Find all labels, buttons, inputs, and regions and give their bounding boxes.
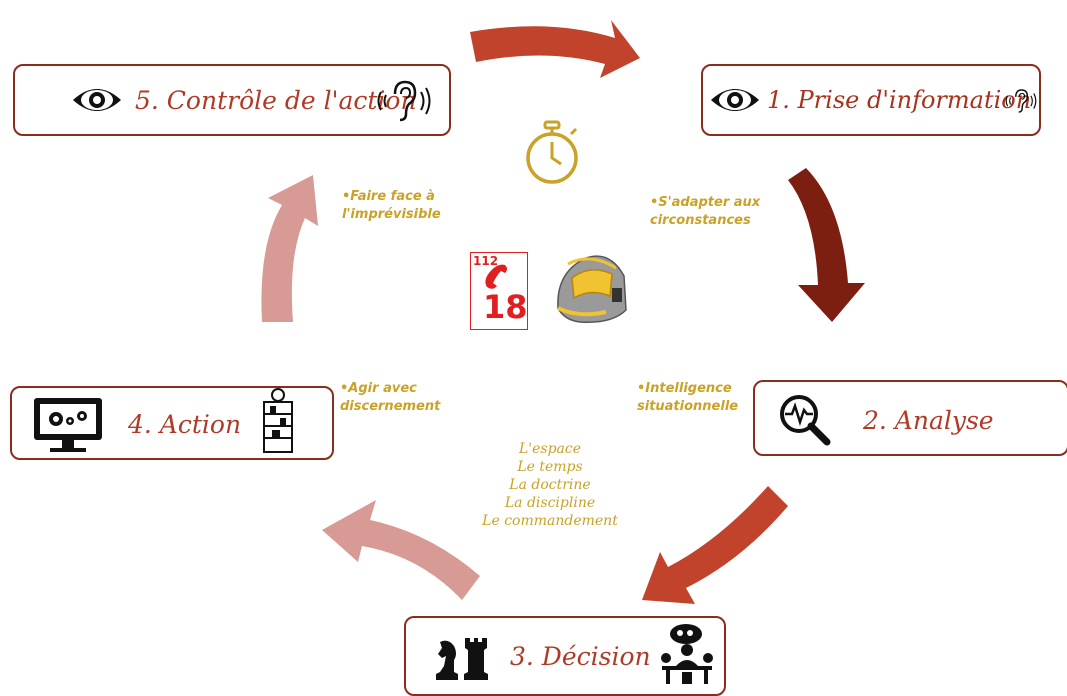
eye-icon: [711, 89, 759, 111]
note-face: •Faire face à l'imprévisible: [342, 189, 441, 222]
principle-item: La doctrine: [509, 477, 591, 493]
phone-icon: [485, 264, 507, 289]
note-agir: •Agir avec discernement: [340, 381, 441, 414]
arrow-bottom-right: [642, 486, 788, 604]
eye-icon: [73, 89, 121, 111]
monitor-gears-icon: [34, 398, 102, 452]
firefighter-helmet-icon: [557, 255, 627, 323]
step-1-title: 1. Prise d'information: [767, 86, 1032, 114]
step-5-title: 5. Contrôle de l'action: [135, 86, 417, 115]
ear-icon: [1005, 89, 1037, 113]
ear-icon: [377, 80, 431, 122]
step-2-box: 2. Analyse: [753, 380, 1067, 456]
arrow-top: [470, 20, 640, 78]
arrow-right: [788, 168, 865, 322]
step-1-box: 1. Prise d'information: [701, 64, 1041, 136]
meeting-icon: [661, 624, 713, 684]
note-intelligence: •Intelligence situationnelle: [637, 381, 739, 414]
principle-item: L'espace: [518, 441, 582, 457]
stopwatch-icon: [526, 120, 578, 184]
center-principles-list: L'espace Le temps La doctrine La discipl…: [470, 440, 630, 530]
arrow-left: [261, 175, 318, 322]
step-2-title: 2. Analyse: [863, 406, 994, 435]
step-4-box: 4. Action: [10, 386, 334, 460]
step-3-title: 3. Décision: [510, 642, 651, 671]
principle-item: Le commandement: [482, 513, 618, 529]
step-3-box: 3. Décision: [404, 616, 726, 696]
emergency-main-number: 18: [483, 288, 528, 326]
step-4-title: 4. Action: [128, 410, 242, 439]
shelf-person-icon: [263, 388, 293, 453]
chess-icon: [436, 638, 488, 680]
principle-item: La discipline: [504, 495, 596, 511]
note-adapt: •S'adapter aux circonstances: [650, 195, 761, 228]
emergency-number-logo: 112 18: [470, 252, 528, 330]
magnifier-pulse-icon: [780, 395, 831, 446]
principle-item: Le temps: [517, 459, 583, 475]
arrow-bottom-left: [322, 500, 480, 600]
emergency-top-number: 112: [473, 254, 499, 268]
step-5-box: 5. Contrôle de l'action: [13, 64, 451, 136]
